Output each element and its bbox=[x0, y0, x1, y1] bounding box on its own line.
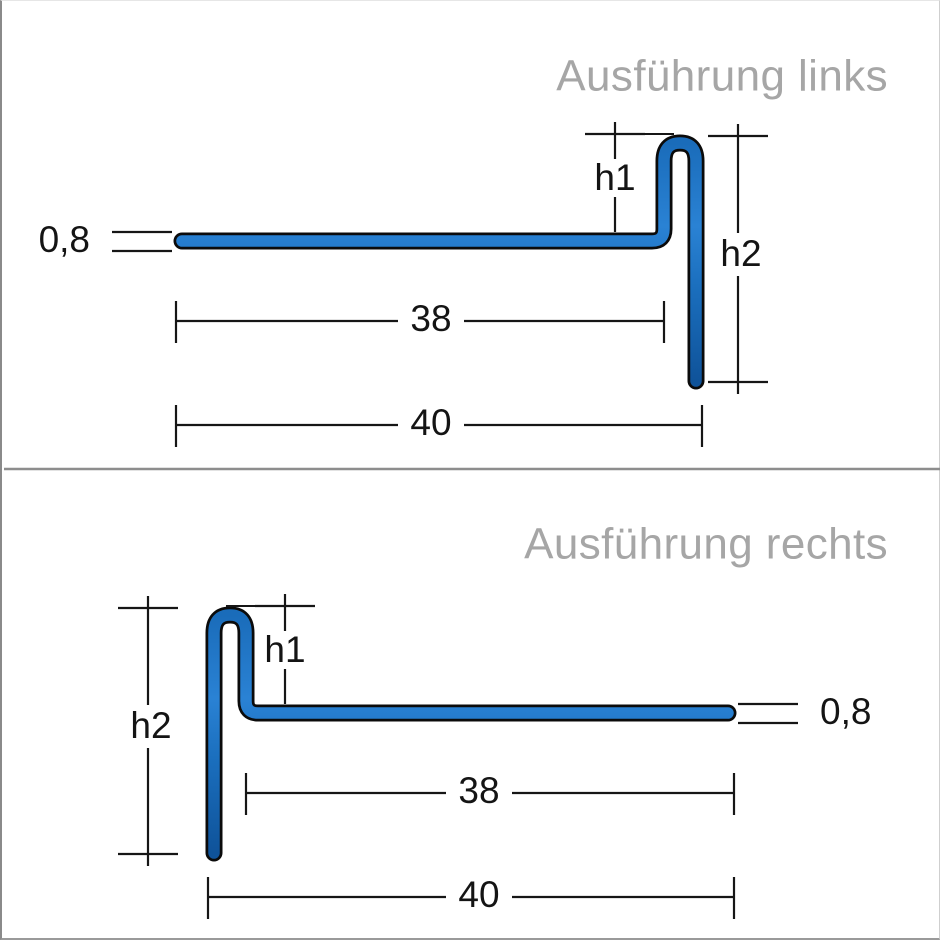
panel-title-right: Ausführung rechts bbox=[524, 520, 888, 569]
thickness-label-left: 0,8 bbox=[39, 219, 90, 260]
profile-shape-right bbox=[205, 606, 737, 862]
h2-label-left: h2 bbox=[720, 233, 761, 274]
h2-label-right: h2 bbox=[130, 705, 171, 746]
dimension-40-right: 40 bbox=[206, 874, 736, 919]
dimension-h2-right: h2 bbox=[118, 596, 178, 866]
inner-width-label-right: 38 bbox=[458, 770, 499, 811]
thickness-label-right: 0,8 bbox=[820, 691, 871, 732]
inner-width-label-left: 38 bbox=[410, 298, 451, 339]
dimension-h1-right: h1 bbox=[226, 594, 315, 704]
dimension-thickness-right: 0,8 bbox=[738, 691, 871, 732]
dimension-h2-left: h2 bbox=[708, 124, 768, 394]
h1-label-left: h1 bbox=[594, 157, 635, 198]
dimension-38-left: 38 bbox=[174, 298, 666, 343]
profile-shape-left bbox=[173, 134, 705, 390]
h1-label-right: h1 bbox=[264, 629, 305, 670]
panel-left-version: Ausführung links 0,8 bbox=[39, 52, 888, 447]
panel-right-version: Ausführung rechts 0,8 h1 bbox=[118, 520, 888, 919]
dimension-38-right: 38 bbox=[244, 770, 736, 815]
panel-title-left: Ausführung links bbox=[556, 52, 888, 101]
dimension-40-left: 40 bbox=[174, 402, 704, 447]
dimension-thickness-left: 0,8 bbox=[39, 219, 172, 260]
dimension-h1-left: h1 bbox=[585, 122, 674, 232]
outer-width-label-left: 40 bbox=[410, 402, 451, 443]
outer-width-label-right: 40 bbox=[458, 874, 499, 915]
